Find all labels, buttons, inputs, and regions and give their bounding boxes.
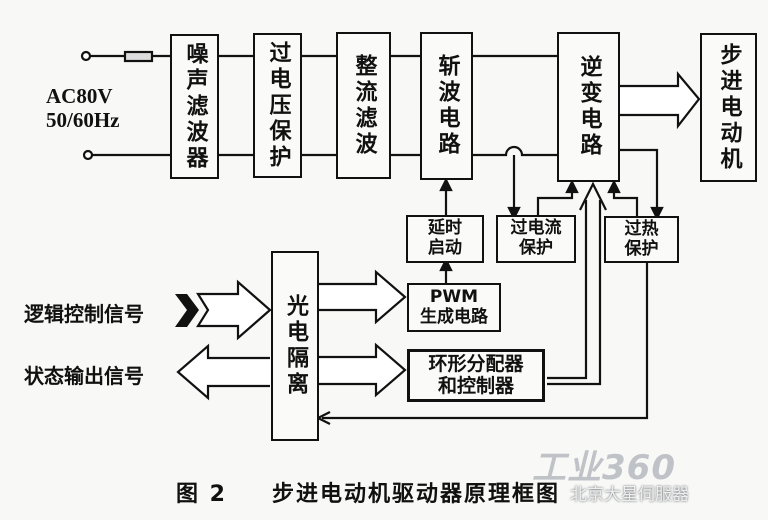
block-ring-distributor: 环形分配器 和控制器 xyxy=(407,349,545,402)
ring-to-inverter-wire xyxy=(547,200,602,386)
block-chopper-label: 斩波电路 xyxy=(434,54,460,158)
opto-to-pwm-arrow xyxy=(318,269,407,325)
fuse-icon xyxy=(123,50,154,63)
figure-title: 步进电动机驱动器原理框图 xyxy=(272,482,561,507)
block-ring-distributor-label: 环形分配器 和控制器 xyxy=(428,352,524,397)
block-noise-filter: 噪声滤波器 xyxy=(170,34,219,179)
block-inverter-circuit: 逆变电路 xyxy=(557,32,620,182)
status-output-arrow xyxy=(176,343,270,401)
watermark-site: 工业360 xyxy=(532,448,676,488)
figure-number: 图 2 xyxy=(176,482,227,507)
input-terminal-top xyxy=(80,50,92,62)
status-output-signal-label: 状态输出信号 xyxy=(24,364,144,388)
bottom-rail-wire xyxy=(92,145,557,157)
overheat-to-inverter-wire xyxy=(612,190,639,218)
input-terminal-bottom xyxy=(82,149,94,161)
block-chopper-circuit: 斩波电路 xyxy=(420,32,473,180)
logic-control-signal-label: 逻辑控制信号 xyxy=(24,302,144,326)
watermark-author: 北京大星伺服器 xyxy=(570,485,689,505)
block-motor-label: 步进电动机 xyxy=(716,42,742,173)
block-stepper-motor: 步进电动机 xyxy=(700,33,757,182)
inverter-to-motor-arrow xyxy=(618,70,701,130)
overcurrent-to-inverter-wire xyxy=(536,190,574,218)
block-noise-filter-label: 噪声滤波器 xyxy=(182,41,208,172)
block-opto-isolation: 光电隔离 xyxy=(271,251,319,441)
block-overvoltage-protection: 过电压保护 xyxy=(253,33,302,178)
block-overcurrent-protection: 过电流 保护 xyxy=(496,215,576,263)
block-delay-start-label: 延时 启动 xyxy=(428,218,462,258)
block-rectifier-label: 整流滤波 xyxy=(351,53,377,158)
logic-chevron-icon xyxy=(175,294,199,327)
block-opto-label: 光电隔离 xyxy=(283,294,308,398)
inverter-to-overheat-wire xyxy=(620,148,659,208)
block-inverter-label: 逆变电路 xyxy=(576,55,602,159)
block-delay-start: 延时 启动 xyxy=(406,215,484,263)
ac-voltage: AC80V xyxy=(46,84,113,108)
ac-input-label: AC80V 50/60Hz xyxy=(46,84,120,132)
ac-frequency: 50/60Hz xyxy=(46,108,120,133)
block-overcurrent-label: 过电流 保护 xyxy=(510,218,562,258)
block-rectifier-filter: 整流滤波 xyxy=(336,32,391,179)
opto-to-ring-arrow xyxy=(318,342,407,398)
block-pwm-label: PWM 生成电路 xyxy=(420,286,488,327)
block-overheat-label: 过热 保护 xyxy=(624,218,659,259)
overheat-feedback-wire xyxy=(322,263,649,420)
block-overvoltage-label: 过电压保护 xyxy=(265,40,291,171)
block-pwm-generator: PWM 生成电路 xyxy=(407,283,501,332)
logic-control-arrow xyxy=(196,279,272,341)
block-overheat-protection: 过热 保护 xyxy=(604,216,679,263)
